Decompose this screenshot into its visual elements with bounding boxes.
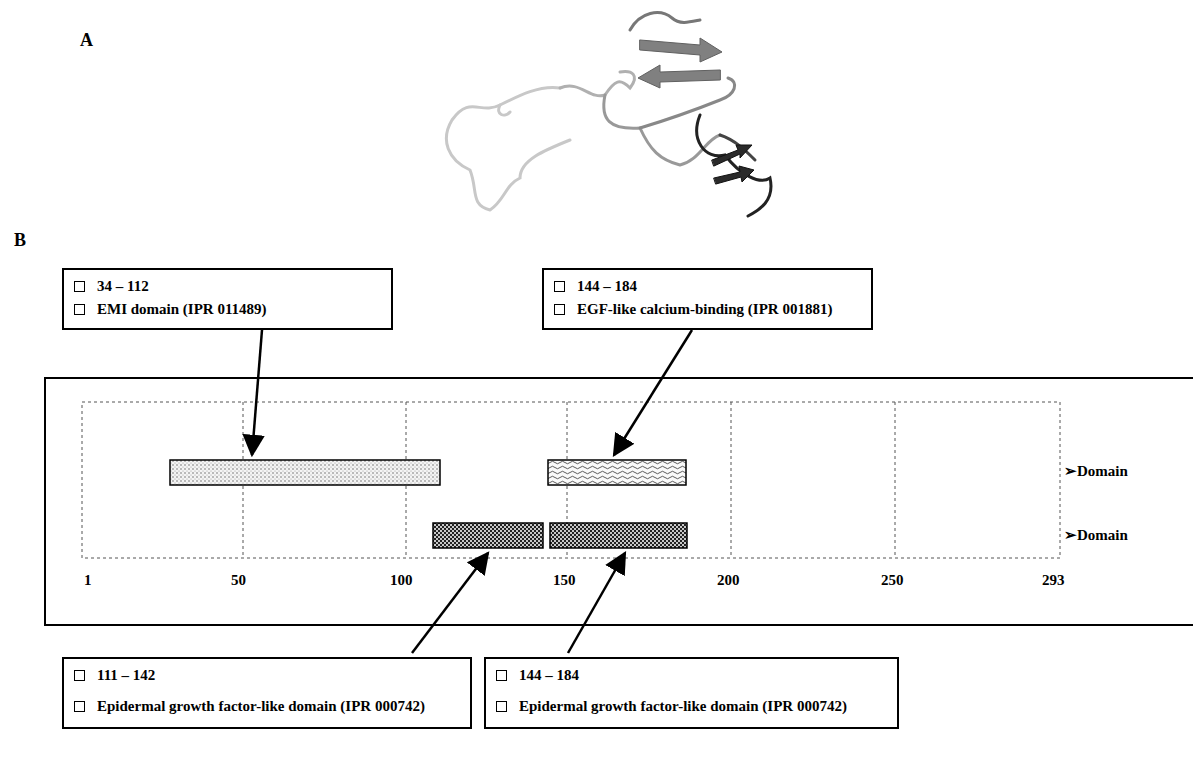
callout-box: 144 – 184Epidermal growth factor-like do…: [484, 657, 899, 729]
axis-tick-label: 1: [84, 572, 92, 589]
row-label: ➢Domain: [1064, 462, 1128, 480]
panel-label: B: [14, 230, 26, 251]
panel-label: A: [80, 30, 93, 51]
axis-tick-label: 100: [390, 572, 413, 589]
axis-tick-label: 200: [717, 572, 740, 589]
bullet-row: 34 – 112: [74, 278, 149, 295]
axis-tick-label: 50: [231, 572, 246, 589]
bullet-row: Epidermal growth factor-like domain (IPR…: [496, 698, 847, 715]
callout-box: 144 – 184EGF-like calcium-binding (IPR 0…: [542, 268, 873, 330]
bullet-row: EMI domain (IPR 011489): [74, 301, 267, 318]
residue-range: 34 – 112: [97, 278, 149, 295]
axis-tick-label: 250: [881, 572, 904, 589]
domain-name: EGF-like calcium-binding (IPR 001881): [577, 301, 832, 318]
checkbox-bullet: [554, 304, 565, 315]
axis-tick-label: 293: [1042, 572, 1065, 589]
row-label: ➢Domain: [1064, 526, 1128, 544]
scale-grid: [82, 402, 1060, 558]
bullet-row: 111 – 142: [74, 667, 155, 684]
egf-domain-bar: [550, 523, 687, 548]
axis-tick-label: 150: [553, 572, 576, 589]
panel-frame: [45, 378, 1193, 625]
egf-ca-domain-bar: [548, 460, 686, 485]
checkbox-bullet: [74, 670, 85, 681]
checkbox-bullet: [496, 701, 507, 712]
callout-box: 34 – 112EMI domain (IPR 011489): [62, 268, 393, 330]
residue-range: 144 – 184: [519, 667, 579, 684]
bullet-row: 144 – 184: [496, 667, 579, 684]
callout-box: 111 – 142Epidermal growth factor-like do…: [62, 657, 472, 729]
bullet-row: EGF-like calcium-binding (IPR 001881): [554, 301, 832, 318]
checkbox-bullet: [74, 281, 85, 292]
domain-name: EMI domain (IPR 011489): [97, 301, 267, 318]
leader-arrow: [252, 330, 692, 653]
egf-domain-bar: [433, 523, 543, 548]
checkbox-bullet: [554, 281, 565, 292]
domain-name: Epidermal growth factor-like domain (IPR…: [97, 698, 425, 715]
bullet-row: Epidermal growth factor-like domain (IPR…: [74, 698, 425, 715]
domain-name: Epidermal growth factor-like domain (IPR…: [519, 698, 847, 715]
emi-domain-bar: [170, 460, 440, 485]
residue-range: 144 – 184: [577, 278, 637, 295]
checkbox-bullet: [74, 304, 85, 315]
checkbox-bullet: [496, 670, 507, 681]
bullet-row: 144 – 184: [554, 278, 637, 295]
checkbox-bullet: [74, 701, 85, 712]
protein-structure: [446, 13, 771, 216]
residue-range: 111 – 142: [97, 667, 155, 684]
